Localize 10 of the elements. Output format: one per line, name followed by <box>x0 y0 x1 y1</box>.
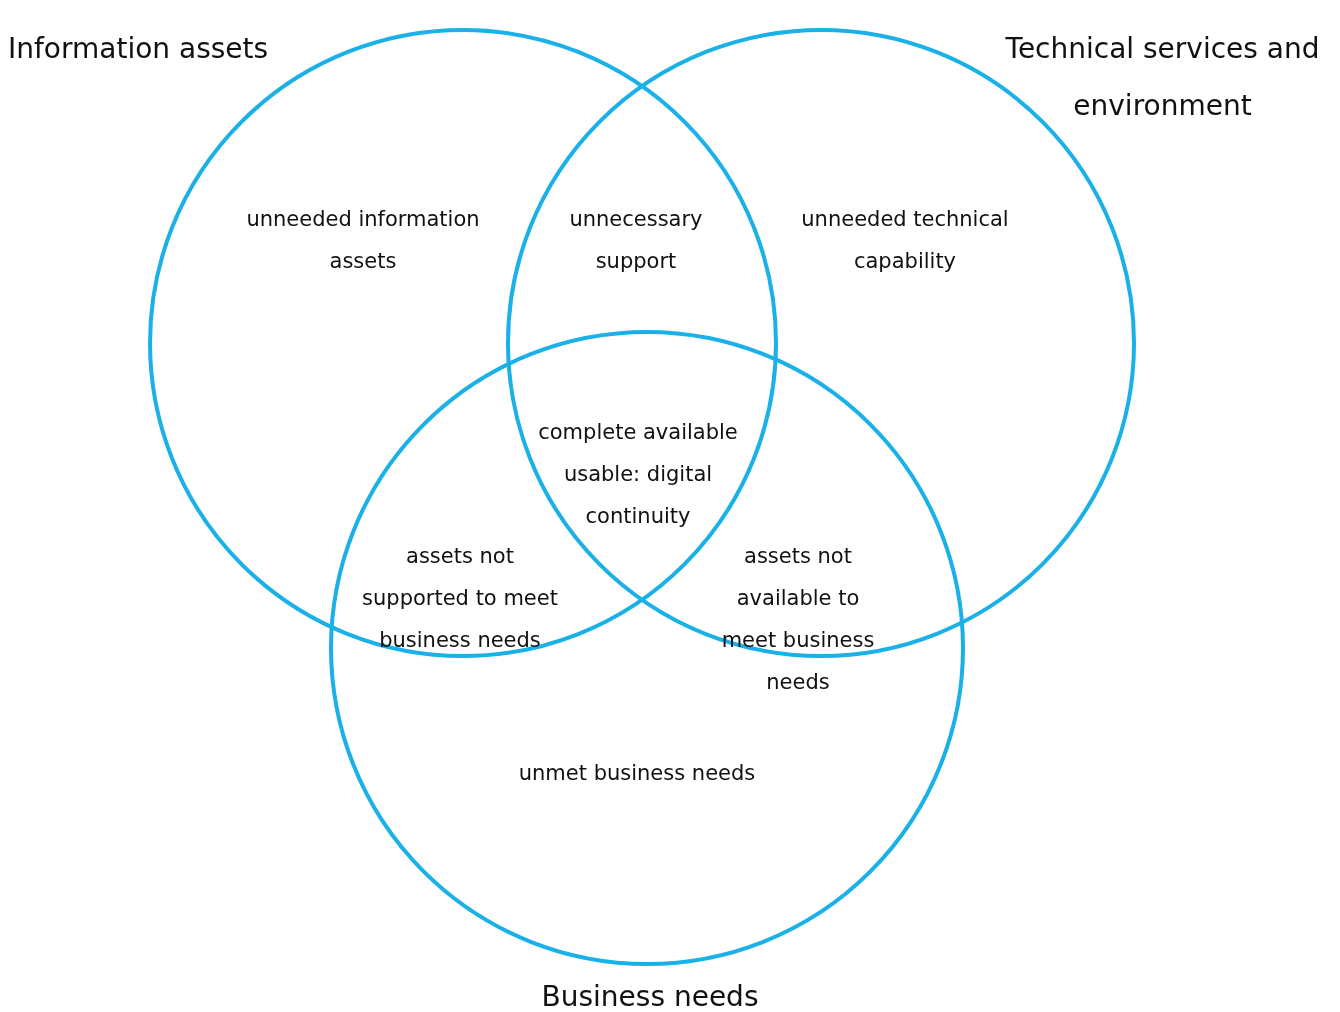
overlap-label: assets not available to meet business needs <box>720 543 876 696</box>
set-title: Business needs <box>540 979 760 1012</box>
region-label: unneeded technical capability <box>800 206 1010 275</box>
overlap-label: unnecessary support <box>568 206 704 275</box>
set-title: Technical services and environment <box>1004 31 1321 124</box>
region-label: unneeded information assets <box>245 206 481 275</box>
region-label: unmet business needs <box>517 760 757 787</box>
overlap-label: complete available usable: digital continuity <box>537 419 739 530</box>
overlap-label: assets not supported to meet business needs <box>361 543 559 654</box>
set-title: Information assets <box>8 31 270 67</box>
